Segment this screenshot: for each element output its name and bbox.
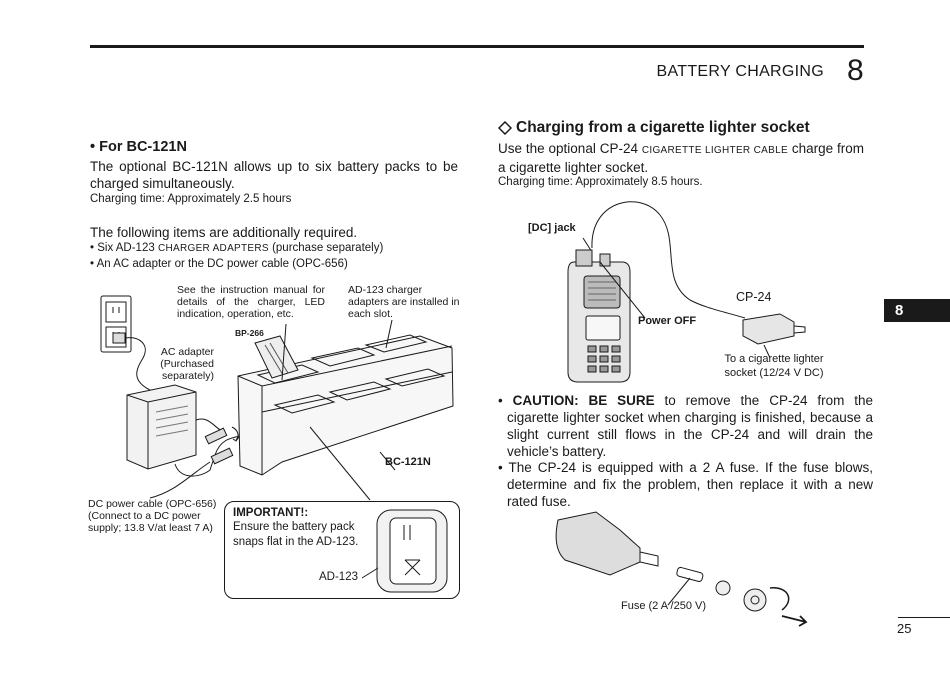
- cigarette-heading: Charging from a cigarette lighter socket: [516, 119, 810, 136]
- cigarette-charging-time: Charging time: Approximately 8.5 hours.: [498, 176, 703, 188]
- bc121n-label: BC-121N: [385, 456, 431, 468]
- section-title: BATTERY CHARGING: [656, 63, 824, 80]
- dc-cable-label: DC power cable (OPC-656) (Connect to a D…: [88, 498, 217, 534]
- to-socket-label: To a cigarette lighter socket (12/24 V D…: [724, 353, 824, 379]
- bp266-battery: [254, 335, 299, 379]
- required-item-power: • An AC adapter or the DC power cable (O…: [90, 258, 348, 270]
- bc121n-intro: The optional BC-121N allows up to six ba…: [90, 159, 458, 191]
- page-number: 25: [897, 621, 912, 636]
- cp24-label: CP-24: [736, 290, 772, 304]
- see-manual-label: See the instruction manual for details o…: [177, 284, 325, 320]
- dc-jack-label: [DC] jack: [528, 222, 576, 234]
- important-body: Ensure the battery pack snaps flat in th…: [233, 521, 359, 548]
- ac-adapter-label: AC adapter (Purchased separately): [160, 346, 214, 382]
- ac-adapter: [126, 384, 197, 470]
- diamond-icon: [497, 120, 513, 138]
- section-tab[interactable]: 8: [884, 299, 950, 322]
- important-box: [224, 501, 460, 599]
- fuse-plug-housing: [555, 511, 641, 576]
- bc121n-charging-time: Charging time: Approximately 2.5 hours: [90, 193, 292, 205]
- bp266-inset-label: BP-266: [399, 532, 430, 542]
- footer-rule: [898, 617, 950, 618]
- charger-body: [237, 335, 454, 476]
- important-title: IMPORTANT!:: [233, 507, 309, 519]
- cigarette-intro: Use the optional CP-24 CIGARETTE LIGHTER…: [498, 141, 864, 175]
- ad123-label: AD-123: [319, 571, 358, 583]
- cigarette-plug: [742, 313, 795, 345]
- power-off-label: Power OFF: [637, 315, 698, 327]
- bc121n-heading: • For BC-121N: [90, 139, 187, 155]
- fuse-label: Fuse (2 A /250 V): [621, 600, 706, 612]
- required-item-adapters: • Six AD-123 CHARGER ADAPTERS (purchase …: [90, 242, 384, 254]
- wall-outlet: [100, 295, 132, 353]
- radio-body: [567, 261, 631, 383]
- bp266-top-label: BP-266: [235, 328, 264, 338]
- fuse: [676, 566, 704, 583]
- caution-text: • CAUTION: BE SURE to remove the CP-24 f…: [498, 393, 873, 459]
- header-rule: [90, 45, 864, 48]
- required-title: The following items are additionally req…: [90, 225, 358, 240]
- fuse-note: • The CP-24 is equipped with a 2 A fuse.…: [498, 460, 873, 509]
- ad123-installed-label: AD-123 charger adapters are installed in…: [348, 284, 460, 320]
- section-number: 8: [847, 54, 864, 87]
